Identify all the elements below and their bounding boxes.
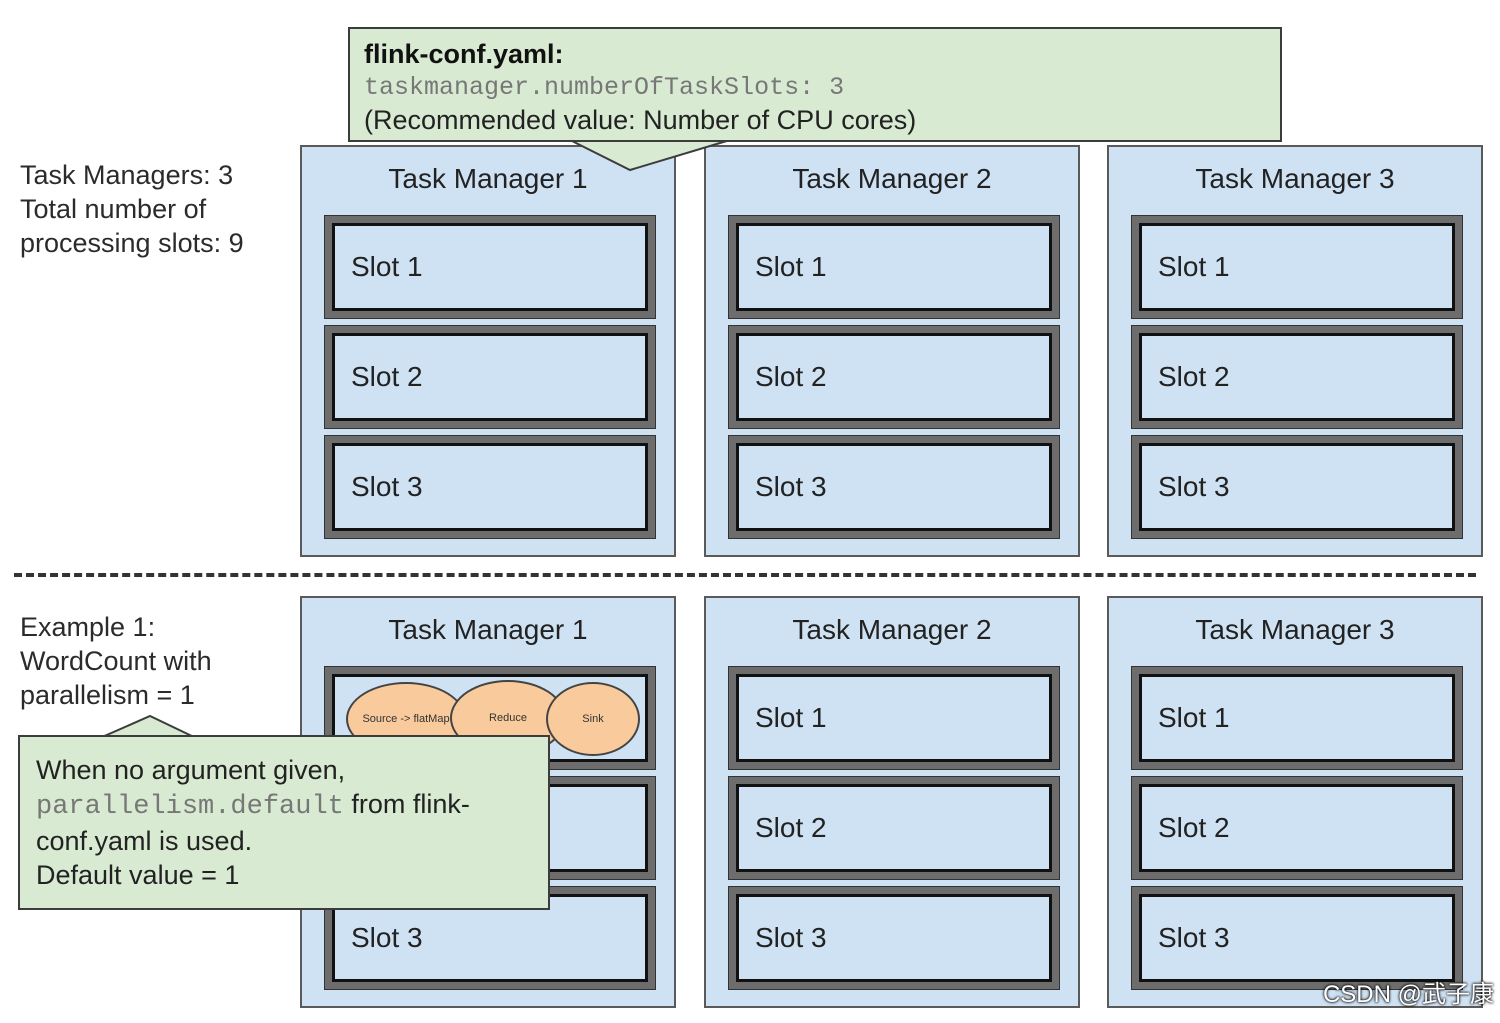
slot: Slot 2	[1131, 325, 1463, 429]
watermark: CSDN @武子康	[1322, 981, 1494, 1008]
slot-label: Slot 1	[736, 674, 1052, 762]
slot-label: Slot 1	[1139, 674, 1455, 762]
slot-label: Slot 2	[736, 333, 1052, 421]
task-manager-title: Task Manager 2	[792, 614, 992, 645]
config-note: (Recommended value: Number of CPU cores)	[364, 105, 917, 135]
default-callout-line2-rest: from flink-	[343, 789, 470, 819]
task-manager-title: Task Manager 3	[1195, 163, 1395, 194]
task-manager-title: Task Manager 1	[388, 163, 588, 194]
example-text: Example 1: WordCount with parallelism = …	[20, 610, 212, 712]
top-task-manager-1: Task Manager 1 Slot 1 Slot 2 Slot 3	[300, 145, 676, 557]
slot-label: Slot 3	[736, 443, 1052, 531]
slot: Slot 3	[324, 435, 656, 539]
slot-label: Slot 1	[1139, 223, 1455, 311]
slot: Slot 2	[324, 325, 656, 429]
slot-label: Slot 2	[736, 784, 1052, 872]
slot: Slot 2	[728, 776, 1060, 880]
summary-line-total: Total number of	[20, 194, 207, 224]
example-line-parallelism: parallelism = 1	[20, 680, 195, 710]
default-callout-line3: conf.yaml is used.	[36, 826, 253, 856]
operator-sink: Sink	[546, 682, 640, 756]
slot: Slot 3	[1131, 435, 1463, 539]
task-manager-title: Task Manager 1	[388, 614, 588, 645]
example-line-desc: WordCount with	[20, 646, 212, 676]
slot: Slot 2	[1131, 776, 1463, 880]
slot: Slot 1	[728, 666, 1060, 770]
slot: Slot 1	[324, 215, 656, 319]
slot-label: Slot 3	[1139, 894, 1455, 982]
slot: Slot 3	[1131, 886, 1463, 990]
slot-label: Slot 3	[736, 894, 1052, 982]
slot-label: Slot 1	[332, 223, 648, 311]
slot-label: Slot 1	[736, 223, 1052, 311]
summary-line-slots: processing slots: 9	[20, 228, 244, 258]
bottom-task-manager-2: Task Manager 2 Slot 1 Slot 2 Slot 3	[704, 596, 1080, 1008]
default-callout-line4: Default value = 1	[36, 860, 240, 890]
slot-label: Slot 2	[1139, 333, 1455, 421]
slot: Slot 3	[728, 435, 1060, 539]
slot: Slot 2	[728, 325, 1060, 429]
config-setting: taskmanager.numberOfTaskSlots: 3	[364, 73, 845, 102]
summary-line-managers: Task Managers: 3	[20, 160, 234, 190]
slot: Slot 1	[1131, 215, 1463, 319]
task-manager-title: Task Manager 2	[792, 163, 992, 194]
section-divider	[14, 573, 1476, 577]
example-line-title: Example 1:	[20, 612, 156, 642]
task-manager-title: Task Manager 3	[1195, 614, 1395, 645]
default-callout-code: parallelism.default	[36, 792, 344, 822]
default-callout-line1: When no argument given,	[36, 755, 346, 785]
summary-text: Task Managers: 3 Total number of process…	[20, 158, 244, 260]
slot-label: Slot 3	[332, 443, 648, 531]
bottom-task-manager-3: Task Manager 3 Slot 1 Slot 2 Slot 3	[1107, 596, 1483, 1008]
top-task-manager-3: Task Manager 3 Slot 1 Slot 2 Slot 3	[1107, 145, 1483, 557]
slot-label: Slot 2	[332, 333, 648, 421]
default-callout-line2: parallelism.default from flink-	[36, 787, 532, 824]
slot-label: Slot 3	[1139, 443, 1455, 531]
top-task-manager-2: Task Manager 2 Slot 1 Slot 2 Slot 3	[704, 145, 1080, 557]
default-parallelism-callout: When no argument given, parallelism.defa…	[18, 735, 550, 910]
config-callout: flink-conf.yaml: taskmanager.numberOfTas…	[348, 27, 1282, 142]
slot: Slot 3	[728, 886, 1060, 990]
config-filename: flink-conf.yaml:	[364, 39, 564, 69]
slot: Slot 1	[1131, 666, 1463, 770]
slot: Slot 1	[728, 215, 1060, 319]
slot-label: Slot 2	[1139, 784, 1455, 872]
